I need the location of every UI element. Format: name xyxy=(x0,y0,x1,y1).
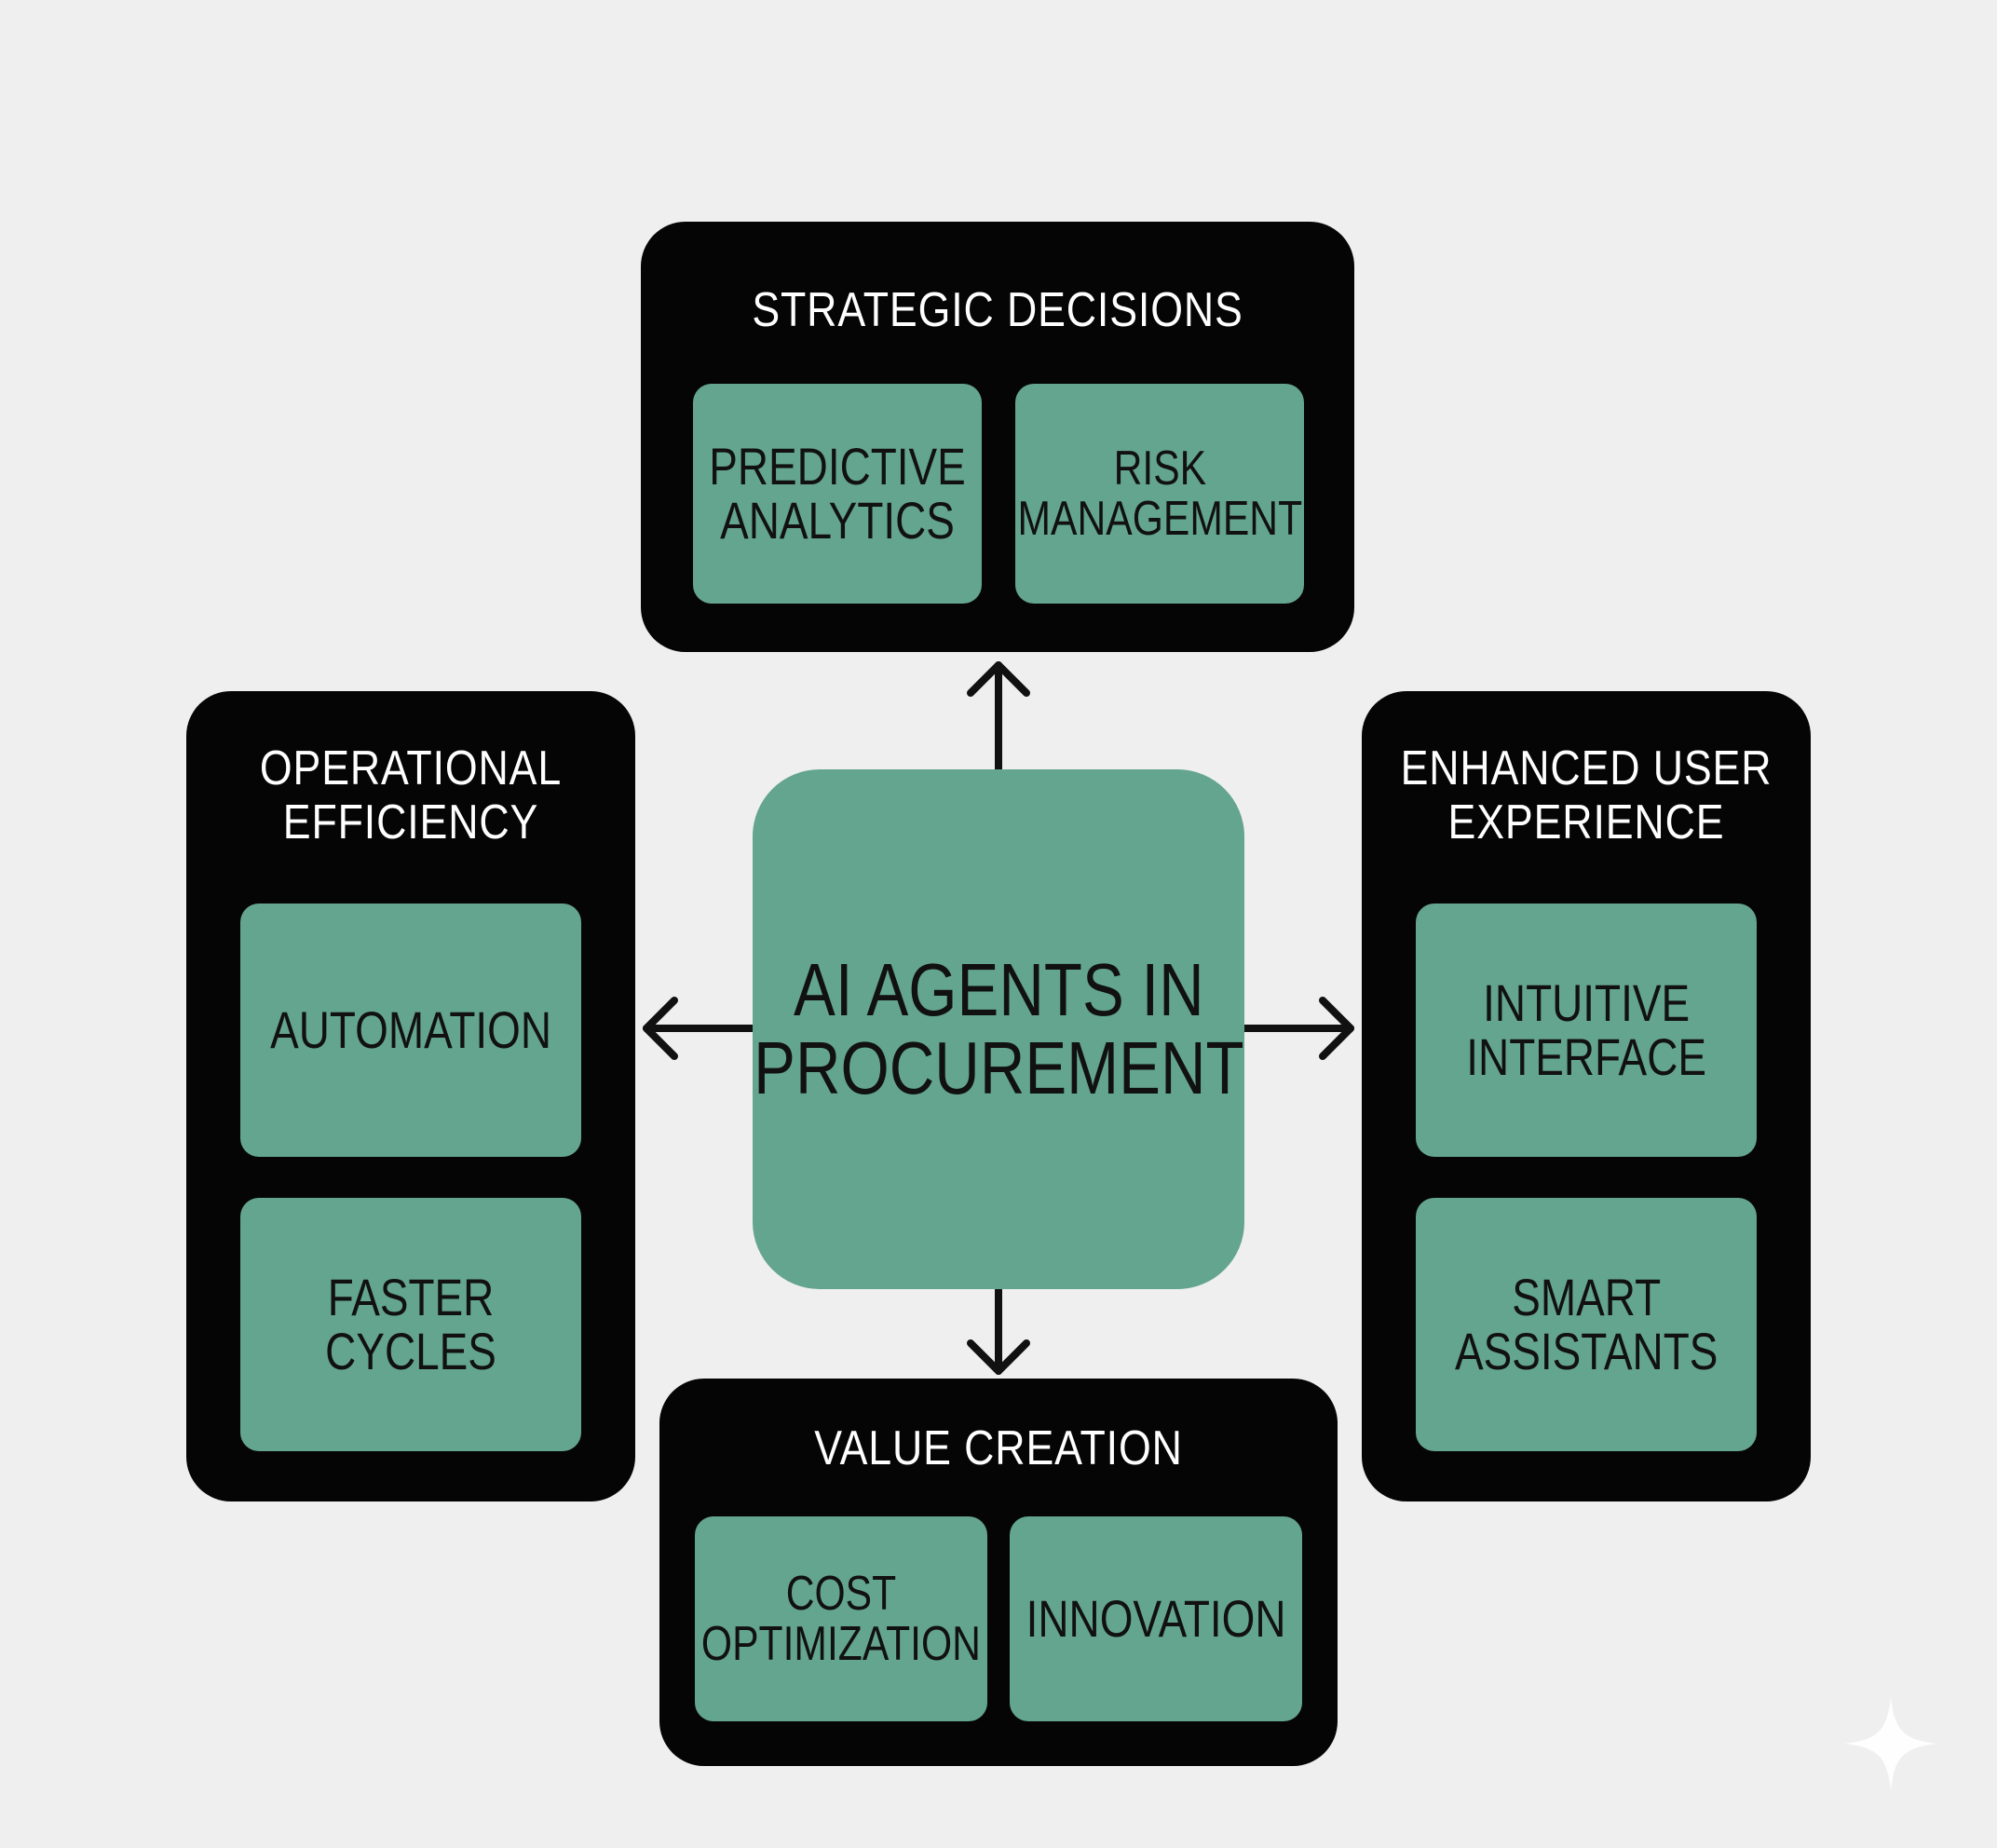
group-title-strategic-decisions: STRATEGIC DECISIONS xyxy=(752,283,1243,337)
card-label-predictive-analytics: PREDICTIVE ANALYTICS xyxy=(709,437,966,550)
card-cost-optimization: COST OPTIMIZATION xyxy=(695,1516,987,1721)
card-label-automation: AUTOMATION xyxy=(270,1000,551,1059)
group-operational-efficiency: OPERATIONAL EFFICIENCY AUTOMATION FASTER… xyxy=(186,691,635,1502)
card-smart-assistants: SMART ASSISTANTS xyxy=(1416,1198,1757,1451)
card-label-innovation: INNOVATION xyxy=(1026,1589,1286,1648)
center-label: AI AGENTS IN PROCUREMENT xyxy=(753,948,1244,1109)
arrow-head-left xyxy=(643,997,678,1060)
group-strategic-decisions: STRATEGIC DECISIONS PREDICTIVE ANALYTICS… xyxy=(641,222,1354,652)
card-innovation: INNOVATION xyxy=(1010,1516,1302,1721)
card-faster-cycles: FASTER CYCLES xyxy=(240,1198,581,1451)
card-label-faster-cycles: FASTER CYCLES xyxy=(325,1268,496,1380)
group-title-value-creation: VALUE CREATION xyxy=(814,1421,1183,1475)
card-risk-management: RISK MANAGEMENT xyxy=(1015,384,1304,604)
group-title-operational-efficiency: OPERATIONAL EFFICIENCY xyxy=(259,741,563,849)
card-label-risk-management: RISK MANAGEMENT xyxy=(1017,442,1302,546)
group-enhanced-user-experience: ENHANCED USER EXPERIENCE INTUITIVE INTER… xyxy=(1362,691,1811,1502)
card-automation: AUTOMATION xyxy=(240,904,581,1157)
center-ai-agents-in-procurement: AI AGENTS IN PROCUREMENT xyxy=(753,769,1244,1289)
sparkle-icon xyxy=(1844,1697,1937,1790)
group-title-enhanced-user-experience: ENHANCED USER EXPERIENCE xyxy=(1400,741,1773,849)
card-predictive-analytics: PREDICTIVE ANALYTICS xyxy=(693,384,982,604)
card-intuitive-interface: INTUITIVE INTERFACE xyxy=(1416,904,1757,1157)
arrow-head-up xyxy=(967,661,1030,697)
group-value-creation: VALUE CREATION COST OPTIMIZATION INNOVAT… xyxy=(659,1379,1338,1766)
card-label-intuitive-interface: INTUITIVE INTERFACE xyxy=(1466,973,1706,1086)
card-label-smart-assistants: SMART ASSISTANTS xyxy=(1454,1268,1719,1380)
card-label-cost-optimization: COST OPTIMIZATION xyxy=(700,1567,982,1671)
arrow-head-right xyxy=(1319,997,1354,1060)
arrow-head-down xyxy=(967,1339,1030,1375)
